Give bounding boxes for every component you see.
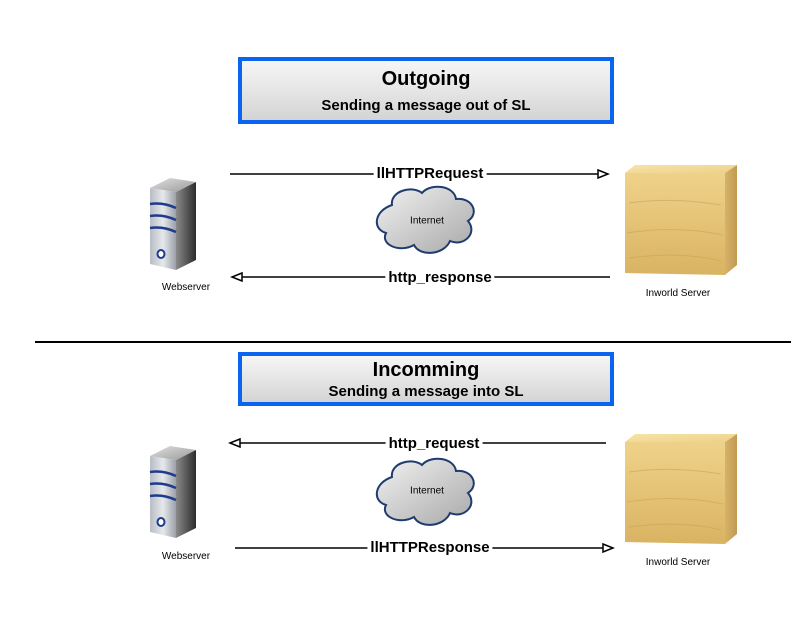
- section-divider: [35, 341, 791, 343]
- section-title: Outgoing: [381, 68, 471, 90]
- arrow-label: http_request: [385, 435, 483, 452]
- section-title: Incomming: [372, 359, 480, 381]
- wooden-cube-icon: [625, 165, 737, 275]
- server-tower-icon: [149, 446, 196, 538]
- arrow-label: http_response: [385, 269, 495, 286]
- outgoing-title-box: Outgoing Sending a message out of SL: [238, 57, 614, 124]
- incoming-title-box: Incomming Sending a message into SL: [238, 352, 614, 406]
- section-subtitle: Sending a message out of SL: [321, 97, 531, 114]
- internet-cloud-icon: [376, 457, 475, 526]
- webserver-label: Webserver: [161, 282, 211, 293]
- inworld-server-label: Inworld Server: [645, 288, 711, 299]
- section-subtitle: Sending a message into SL: [328, 383, 524, 400]
- cloud-label: Internet: [410, 215, 444, 227]
- inworld-server-label: Inworld Server: [645, 557, 711, 568]
- webserver-label: Webserver: [161, 551, 211, 562]
- arrow-label: llHTTPRequest: [373, 165, 487, 182]
- arrow-label: llHTTPResponse: [367, 539, 493, 556]
- internet-cloud-icon: [376, 185, 475, 254]
- cloud-label: Internet: [410, 485, 444, 497]
- wooden-cube-icon: [625, 434, 737, 544]
- server-tower-icon: [149, 178, 196, 270]
